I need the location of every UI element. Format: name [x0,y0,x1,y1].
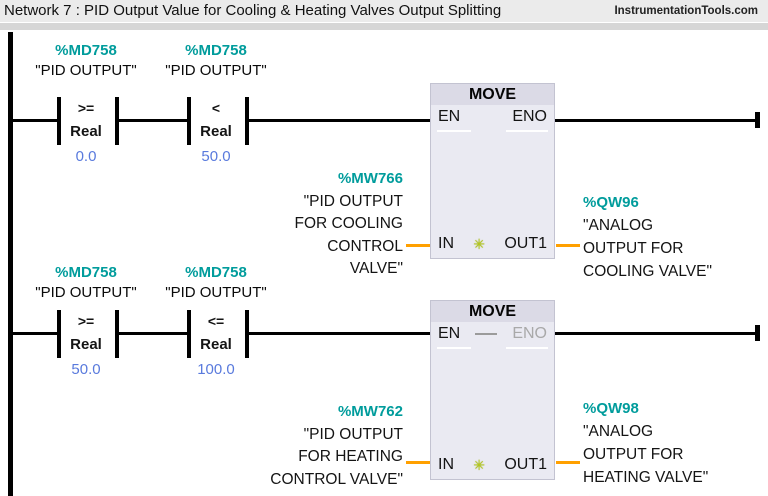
pin-underline [437,130,471,132]
input-tagname-line: "PID OUTPUT [303,192,403,210]
output-tagname-line: HEATING VALVE" [583,469,709,486]
comparator-value[interactable]: 0.0 [75,148,97,165]
pin-in: IN [438,235,454,252]
input-operand[interactable]: %MW762 [337,403,403,420]
contact-tagname[interactable]: "PID OUTPUT" [165,62,267,79]
pin-en: EN [438,325,461,342]
analog-wire [556,461,580,464]
network-title[interactable]: Network 7 : PID Output Value for Cooling… [4,2,502,19]
comparator-op[interactable]: <= [207,313,225,329]
input-tagname-line: FOR COOLING [294,215,403,232]
input-operand[interactable]: %MW766 [337,170,403,187]
wire [555,332,757,335]
pin-eno: ENO [512,108,547,125]
move-block[interactable]: MOVE EN ENO IN ✳ OUT1 [430,300,555,480]
input-tagname-line: VALVE" [349,260,403,277]
wire [11,119,57,122]
pin-out1: OUT1 [504,456,547,473]
contact-tagname[interactable]: "PID OUTPUT" [35,284,137,301]
input-tagname-line: FOR HEATING [298,448,403,465]
contact-operand[interactable]: %MD758 [185,42,247,59]
comparator-type[interactable]: Real [70,123,102,140]
contact-bar[interactable] [57,310,61,358]
pin-in: IN [438,456,454,473]
output-tagname-line: OUTPUT FOR [583,446,684,463]
star-badge-icon[interactable]: ✳ [473,236,486,252]
output-tagname-line: "ANALOG [583,217,654,234]
pin-eno: ENO [512,325,547,342]
rung-end-tick [755,325,760,341]
move-block[interactable]: MOVE EN ENO IN ✳ OUT1 [430,83,555,259]
output-operand[interactable]: %QW98 [583,400,639,417]
output-tagname-line: "ANALOG [583,423,654,440]
input-tagname-line: CONTROL VALVE" [270,470,403,488]
output-operand[interactable]: %QW96 [583,194,639,211]
analog-wire [406,244,430,247]
contact-bar[interactable] [187,97,191,145]
wire [249,119,430,122]
pin-underline [506,130,548,132]
contact-bar[interactable] [187,310,191,358]
contact-bar[interactable] [57,97,61,145]
contact-bar[interactable] [115,97,119,145]
network-header-separator [0,22,768,30]
power-rail [8,32,13,496]
comparator-value[interactable]: 50.0 [201,148,231,165]
comparator-type[interactable]: Real [200,336,232,353]
pin-en: EN [438,108,461,125]
watermark: InstrumentationTools.com [614,5,758,17]
wire [249,332,430,335]
move-block-title[interactable]: MOVE [431,301,554,322]
comparator-op[interactable]: >= [77,313,95,329]
move-input-label[interactable]: %MW762 "PID OUTPUT FOR HEATING CONTROL V… [253,401,403,491]
contact-bar[interactable] [245,310,249,358]
contact-operand[interactable]: %MD758 [185,264,247,281]
comparator-type[interactable]: Real [70,336,102,353]
wire [119,119,187,122]
contact-operand[interactable]: %MD758 [55,42,117,59]
star-badge-icon[interactable]: ✳ [473,457,486,473]
comparator-value[interactable]: 100.0 [197,361,235,378]
wire [555,119,757,122]
pin-underline [506,347,548,349]
pin-underline [437,347,471,349]
contact-bar[interactable] [245,97,249,145]
contact-operand[interactable]: %MD758 [55,264,117,281]
input-tagname-line: "PID OUTPUT [303,425,403,443]
wire [11,332,57,335]
analog-wire [556,244,580,247]
output-tagname-line: OUTPUT FOR [583,240,684,257]
comparator-op[interactable]: < [211,100,221,116]
comparator-value[interactable]: 50.0 [71,361,101,378]
contact-tagname[interactable]: "PID OUTPUT" [35,62,137,79]
pin-out1: OUT1 [504,235,547,252]
move-block-title[interactable]: MOVE [431,84,554,105]
contact-bar[interactable] [115,310,119,358]
contact-tagname[interactable]: "PID OUTPUT" [165,284,267,301]
output-tagname-line: COOLING VALVE" [583,263,712,280]
comparator-type[interactable]: Real [200,123,232,140]
move-output-label[interactable]: %QW96 "ANALOG OUTPUT FOR COOLING VALVE" [583,191,768,283]
analog-wire [406,461,430,464]
wire [119,332,187,335]
move-input-label[interactable]: %MW766 "PID OUTPUT FOR COOLING CONTROL V… [253,168,403,281]
network-header: Network 7 : PID Output Value for Cooling… [0,0,768,22]
eno-broken-wire [475,333,498,335]
move-output-label[interactable]: %QW98 "ANALOG OUTPUT FOR HEATING VALVE" [583,397,768,489]
input-tagname-line: CONTROL [327,237,403,255]
rung-end-tick [755,112,760,128]
comparator-op[interactable]: >= [77,100,95,116]
